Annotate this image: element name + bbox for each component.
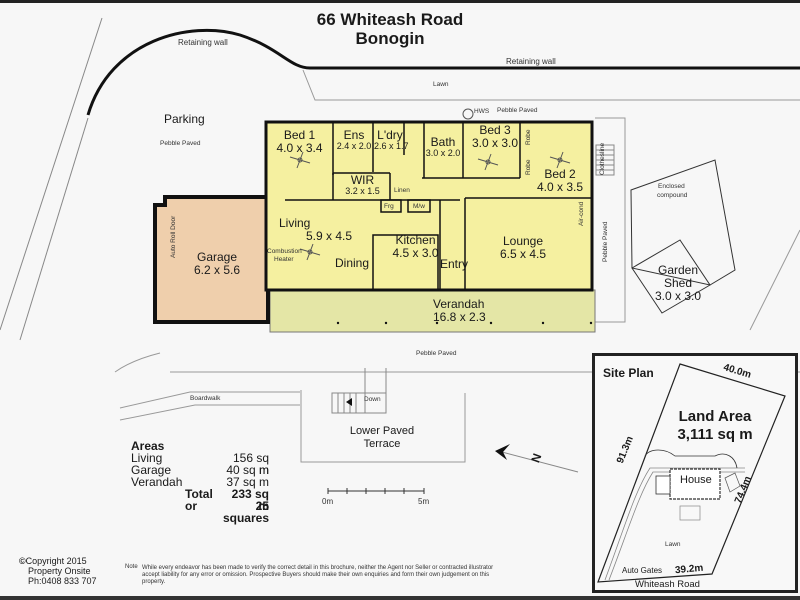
side-path	[595, 117, 626, 323]
site-garage	[655, 475, 671, 495]
boundary-line	[749, 229, 800, 331]
bottom-border	[0, 596, 800, 600]
retaining-wall-label: Retaining wall	[178, 38, 228, 47]
lower-terrace	[300, 390, 466, 463]
site-boundary	[597, 363, 786, 583]
house-main	[264, 120, 594, 292]
site-auto-gates-label: Auto Gates	[622, 566, 663, 575]
north-arrow-icon	[495, 444, 579, 473]
boardwalk	[119, 404, 300, 421]
driveway-edge	[19, 117, 89, 341]
verandah-posts	[336, 321, 593, 325]
lawn-label: Lawn	[433, 81, 449, 88]
title-address: 66 Whiteash Road	[316, 10, 464, 29]
enclosed-compound-label: Enclosed	[658, 183, 685, 190]
fridge-label: Frg	[384, 203, 394, 210]
site-road-label: Whiteash Road	[635, 579, 700, 590]
combustion-heater-label: Heater	[274, 256, 294, 263]
clothesline	[595, 144, 615, 176]
parking-label: Parking	[164, 112, 205, 126]
parking-pebble-label: Pebble Paved	[160, 140, 201, 147]
scale-end-label: 5m	[418, 497, 430, 506]
site-lawn-label: Lawn	[665, 541, 681, 548]
areas-heading: Areas	[131, 439, 165, 453]
site-shed	[724, 472, 741, 493]
copyright-block: ©Copyright 2015 Property Onsite Ph:0408 …	[19, 556, 97, 586]
copyright-icon: ©	[19, 556, 26, 566]
scale-start-label: 0m	[322, 497, 334, 506]
garden-shed	[631, 239, 711, 314]
robe-label: Robe	[525, 159, 532, 175]
retaining-wall-label: Retaining wall	[506, 57, 556, 66]
stairs-arrow-icon	[346, 398, 352, 406]
enclosed-compound-label: compound	[657, 192, 688, 199]
auto-roll-door-label: Auto Roll Door	[170, 215, 177, 258]
verandah	[269, 289, 596, 333]
room-dining: Dining	[335, 256, 370, 270]
site-house-label: House	[680, 474, 712, 486]
ceiling-fan-icon	[477, 153, 499, 171]
site-terrace	[679, 505, 701, 521]
room-entry: Entry	[440, 257, 469, 271]
hws-label: HWS	[474, 108, 490, 115]
pebble-paved-label: Pebble Paved	[497, 107, 538, 114]
hws-icon	[462, 108, 474, 120]
title-suburb: Bonogin	[355, 29, 425, 48]
boardwalk	[119, 391, 300, 409]
lawn-boundary	[302, 69, 800, 101]
enclosed-compound	[630, 159, 736, 286]
scale-bar	[327, 488, 425, 494]
ceiling-fan-icon	[549, 151, 571, 169]
stairs-down-label: Down	[364, 396, 381, 403]
path-curve	[114, 352, 161, 373]
note-label: Note	[125, 564, 138, 570]
room-living-size: 5.9 x 4.5	[306, 229, 353, 243]
clothesline-label: Clothesline	[599, 142, 606, 175]
interior-walls	[285, 122, 592, 291]
site-plan-drawing	[597, 363, 786, 583]
retaining-wall	[86, 28, 800, 116]
robe-label: Robe	[525, 129, 532, 145]
linen-label: Linen	[394, 187, 410, 194]
top-border	[0, 0, 800, 3]
room-living-name: Living	[279, 216, 311, 230]
boardwalk-label: Boardwalk	[190, 395, 221, 402]
combustion-heater-label: Combustion	[267, 248, 302, 255]
disclaimer-note: While every endeavor has been made to ve…	[142, 565, 494, 585]
site-driveway	[608, 471, 745, 581]
site-plan-title: Site Plan	[603, 366, 654, 380]
stairs	[331, 368, 387, 414]
site-retaining-wall	[644, 449, 738, 469]
site-driveway	[604, 467, 745, 581]
ceiling-fan-icon	[289, 151, 311, 169]
microwave-label: M/w	[413, 203, 425, 210]
pebble-paved-side-label: Pebble Paved	[602, 221, 609, 262]
aircon-label: Air-cond	[578, 201, 585, 226]
ceiling-fan-icon	[299, 243, 321, 261]
driveway-edge	[0, 17, 103, 331]
pebble-paved-bottom-label: Pebble Paved	[416, 350, 457, 357]
